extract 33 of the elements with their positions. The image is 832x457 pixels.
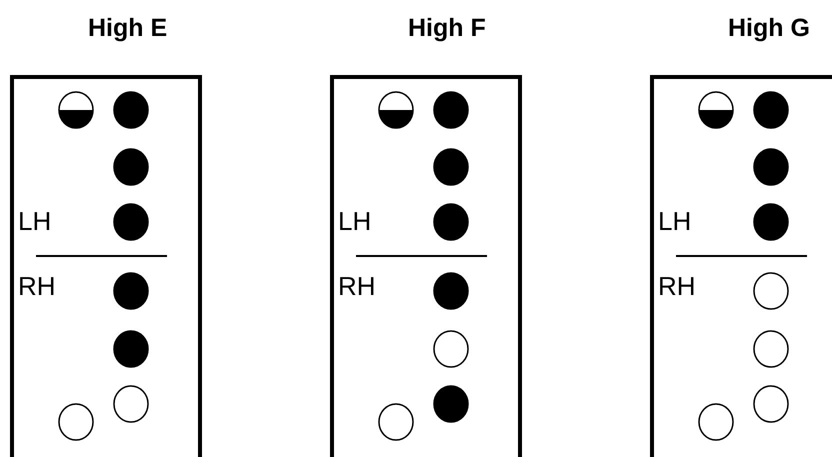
hand-label: LH [338,207,372,235]
covered-tone-hole [113,330,149,368]
covered-tone-hole [753,203,789,241]
open-tone-hole [698,403,734,441]
open-tone-hole [433,330,469,368]
note-title: High G [728,14,810,43]
covered-tone-hole [433,148,469,186]
covered-tone-hole [113,148,149,186]
open-tone-hole [753,330,789,368]
hand-label: LH [18,207,52,235]
open-tone-hole [378,403,414,441]
hand-label: RH [338,272,376,300]
half-covered-tone-hole [378,91,414,129]
covered-tone-hole [433,385,469,423]
half-covered-tone-hole [58,91,94,129]
covered-tone-hole [433,203,469,241]
hand-label: RH [658,272,696,300]
covered-tone-hole [753,91,789,129]
covered-tone-hole [433,272,469,310]
open-tone-hole [58,403,94,441]
open-tone-hole [753,272,789,310]
covered-tone-hole [113,203,149,241]
covered-tone-hole [753,148,789,186]
note-title: High E [88,14,168,43]
half-covered-tone-hole [698,91,734,129]
covered-tone-hole [433,91,469,129]
open-tone-hole [113,385,149,423]
note-title: High F [408,14,486,43]
covered-tone-hole [113,272,149,310]
covered-tone-hole [113,91,149,129]
hand-label: RH [18,272,56,300]
open-tone-hole [753,385,789,423]
hand-label: LH [658,207,692,235]
